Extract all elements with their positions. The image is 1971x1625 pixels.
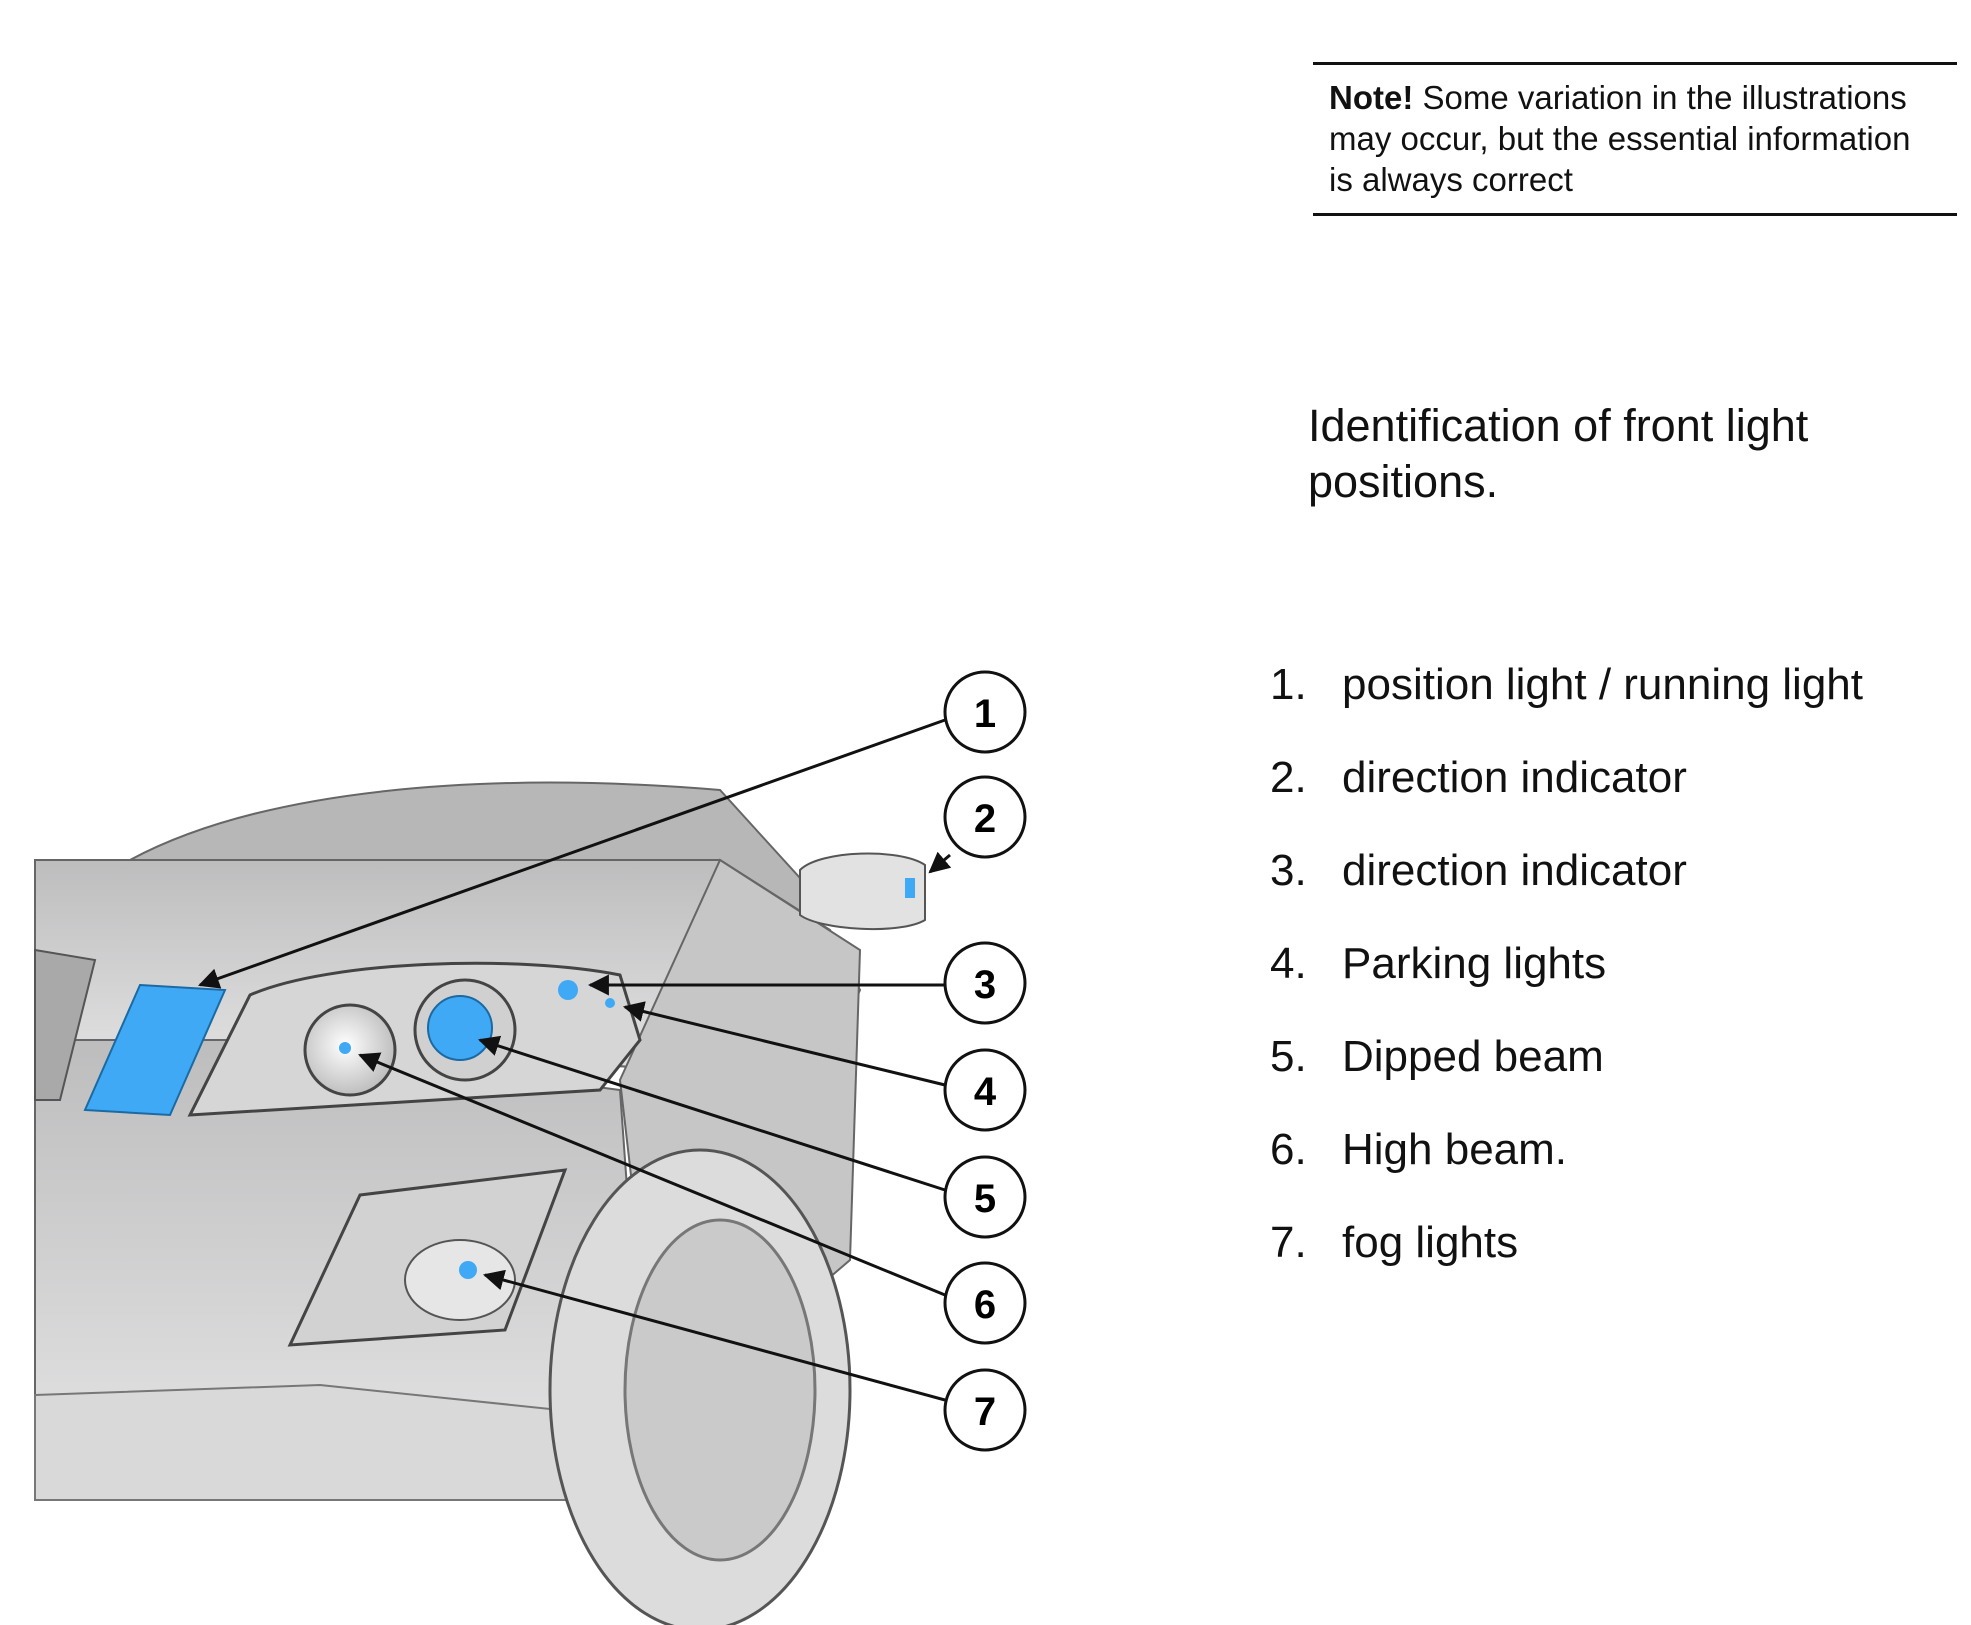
callout-5: 5 <box>943 1155 1027 1239</box>
callout-number: 4 <box>974 1070 997 1114</box>
leader-line-6 <box>358 1052 946 1297</box>
high-beam-bulb <box>339 1042 351 1054</box>
callout-circle <box>943 775 1027 859</box>
callout-circle <box>943 941 1027 1025</box>
dipped-beam-bulb <box>427 995 493 1061</box>
side-mirror <box>799 852 926 931</box>
parking-bulb <box>605 998 615 1008</box>
note-box: Note! Some variation in the illustration… <box>1313 62 1957 216</box>
legend-label: direction indicator <box>1342 846 1687 895</box>
callout-number: 2 <box>974 797 996 841</box>
legend-item: 7. fog lights <box>1270 1213 1960 1306</box>
callout-number: 1 <box>974 692 996 736</box>
legend-label: direction indicator <box>1342 753 1687 802</box>
callout-3: 3 <box>943 941 1027 1025</box>
legend-item: 4. Parking lights <box>1270 934 1960 1027</box>
callout-7: 7 <box>943 1368 1027 1452</box>
legend-number: 1. <box>1270 660 1307 709</box>
callout-number: 7 <box>974 1390 996 1434</box>
leader-lines <box>198 718 952 1402</box>
callout-1: 1 <box>943 670 1027 754</box>
page-heading: Identification of front light positions. <box>1308 400 1809 507</box>
fog-light-lens <box>404 1239 516 1321</box>
callout-number: 6 <box>974 1283 996 1327</box>
callout-number: 5 <box>974 1177 996 1221</box>
callout-number: 3 <box>974 963 996 1007</box>
wheel-rim <box>623 1218 817 1562</box>
legend-item: 5. Dipped beam <box>1270 1027 1960 1120</box>
legend-item: 6. High beam. <box>1270 1120 1960 1213</box>
legend-number: 4. <box>1270 939 1307 988</box>
leader-line-4 <box>622 1001 946 1087</box>
indicator-bulb <box>558 980 578 1000</box>
legend-item: 3. direction indicator <box>1270 841 1960 934</box>
callout-circle <box>943 670 1027 754</box>
callout-circle <box>943 1048 1027 1132</box>
legend-number: 2. <box>1270 753 1307 802</box>
leader-line-1 <box>198 718 946 989</box>
legend-item: 2. direction indicator <box>1270 748 1960 841</box>
legend-number: 6. <box>1270 1125 1307 1174</box>
legend-number: 7. <box>1270 1218 1307 1267</box>
note-body: Some variation in the illustrations may … <box>1329 79 1911 198</box>
grille <box>34 948 97 1101</box>
legend-label: position light / running light <box>1342 660 1863 709</box>
callout-6: 6 <box>943 1261 1027 1345</box>
note-text: Note! Some variation in the illustration… <box>1329 77 1939 200</box>
leader-line-2 <box>928 851 952 874</box>
fog-light-bulb <box>459 1261 477 1279</box>
light-positions-legend: 1. position light / running light 2. direc… <box>1270 655 1960 1306</box>
legend-label: High beam. <box>1342 1125 1568 1174</box>
legend-label: Dipped beam <box>1342 1032 1604 1081</box>
callout-circle <box>943 1261 1027 1345</box>
car-front-illustration: 1 2 3 4 5 6 7 <box>34 670 1027 1625</box>
legend-number: 3. <box>1270 846 1307 895</box>
running-light <box>83 983 227 1117</box>
callout-circle <box>943 1155 1027 1239</box>
leader-line-7 <box>482 1269 946 1402</box>
note-label: Note! <box>1329 79 1414 116</box>
legend-number: 5. <box>1270 1032 1307 1081</box>
legend-label: Parking lights <box>1342 939 1607 988</box>
legend-label: fog lights <box>1342 1218 1519 1267</box>
callout-2: 2 <box>943 775 1027 859</box>
callout-circle <box>943 1368 1027 1452</box>
mirror-indicator <box>905 878 915 898</box>
callout-4: 4 <box>943 1048 1027 1132</box>
leader-line-5 <box>478 1035 946 1192</box>
legend-item: 1. position light / running light <box>1270 655 1960 748</box>
